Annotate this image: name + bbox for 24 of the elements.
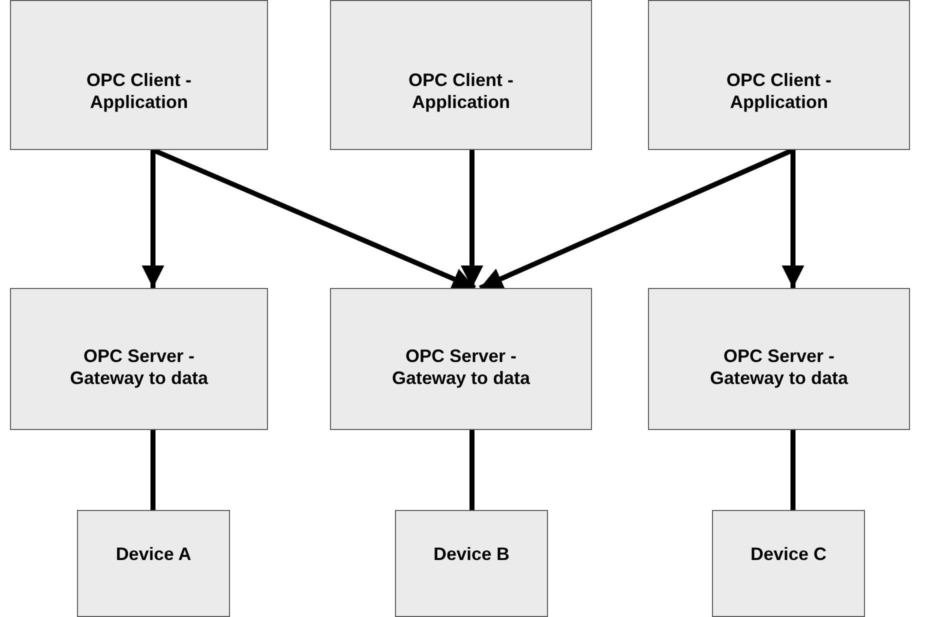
connector-line — [790, 430, 796, 510]
arrow — [142, 150, 164, 288]
box-label: OPC Client - Application — [725, 69, 832, 113]
arrow — [460, 150, 484, 288]
box-label: OPC Client - Application — [85, 69, 192, 113]
connector-line — [150, 430, 156, 510]
process-box — [77, 510, 230, 617]
box-label: Device A — [116, 543, 192, 565]
process-box — [330, 0, 592, 150]
box-label: OPC Client - Application — [407, 69, 514, 113]
box-label: OPC Server - Gateway to data — [68, 345, 210, 389]
process-box — [330, 288, 592, 430]
process-box — [648, 0, 910, 150]
box-label: OPC Server - Gateway to data — [708, 345, 850, 389]
process-box — [648, 288, 910, 430]
process-box — [712, 510, 865, 617]
box-label: Device B — [433, 543, 510, 565]
connector-line — [470, 430, 474, 510]
process-box — [10, 0, 268, 150]
process-box — [395, 510, 548, 617]
box-label: OPC Server - Gateway to data — [390, 345, 532, 389]
arrow — [782, 150, 804, 288]
process-box — [10, 288, 268, 430]
box-label: Device C — [750, 543, 827, 565]
